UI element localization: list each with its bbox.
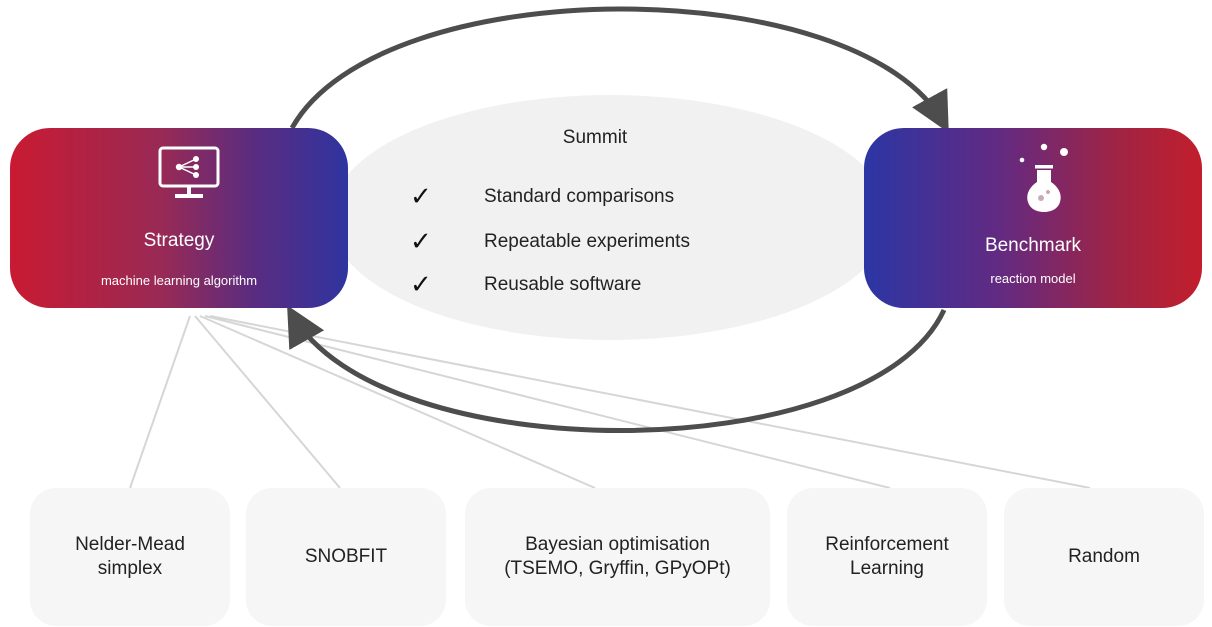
arrow-strategy-to-benchmark (289, 6, 949, 133)
algorithm-box-nelder-mead: Nelder-Mead simplex (30, 488, 230, 626)
summit-ellipse-background (330, 95, 890, 340)
strategy-subtitle: machine learning algorithm (100, 273, 258, 288)
checklist-label: Reusable software (484, 274, 642, 295)
checklist-item: ✓ Repeatable experiments (410, 227, 690, 257)
algorithm-box-snobfit: SNOBFIT (246, 488, 446, 626)
benchmark-subtitle: reaction model (990, 271, 1076, 286)
algorithm-box-bayesian: Bayesian optimisation (TSEMO, Gryffin, G… (465, 488, 770, 626)
benchmark-box: Benchmark reaction model (864, 128, 1202, 308)
checkmark-icon: ✓ (410, 182, 432, 212)
checkmark-icon: ✓ (410, 227, 432, 257)
checklist-item: ✓ Reusable software (410, 270, 641, 300)
connector-random (209, 315, 1091, 489)
arrow-benchmark-to-strategy (287, 305, 947, 433)
strategy-box: Strategy machine learning algorithm (10, 128, 348, 308)
checkmark-icon: ✓ (410, 270, 432, 300)
benchmark-title: Benchmark (984, 235, 1082, 256)
strategy-title: Strategy (143, 230, 215, 251)
monitor-network-icon (158, 146, 220, 198)
checklist-item: ✓ Standard comparisons (410, 182, 674, 212)
summit-title: Summit (562, 127, 628, 148)
algorithm-box-reinforcement: Reinforcement Learning (787, 488, 987, 626)
algorithm-box-random: Random (1004, 488, 1204, 626)
checklist-label: Standard comparisons (484, 186, 675, 207)
checklist-label: Repeatable experiments (484, 231, 690, 252)
connector-snobfit (194, 315, 341, 489)
connector-nelder-mead (129, 315, 191, 489)
connector-reinforcement (204, 315, 891, 489)
connector-bayesian (199, 315, 596, 489)
flask-icon (1019, 143, 1068, 212)
